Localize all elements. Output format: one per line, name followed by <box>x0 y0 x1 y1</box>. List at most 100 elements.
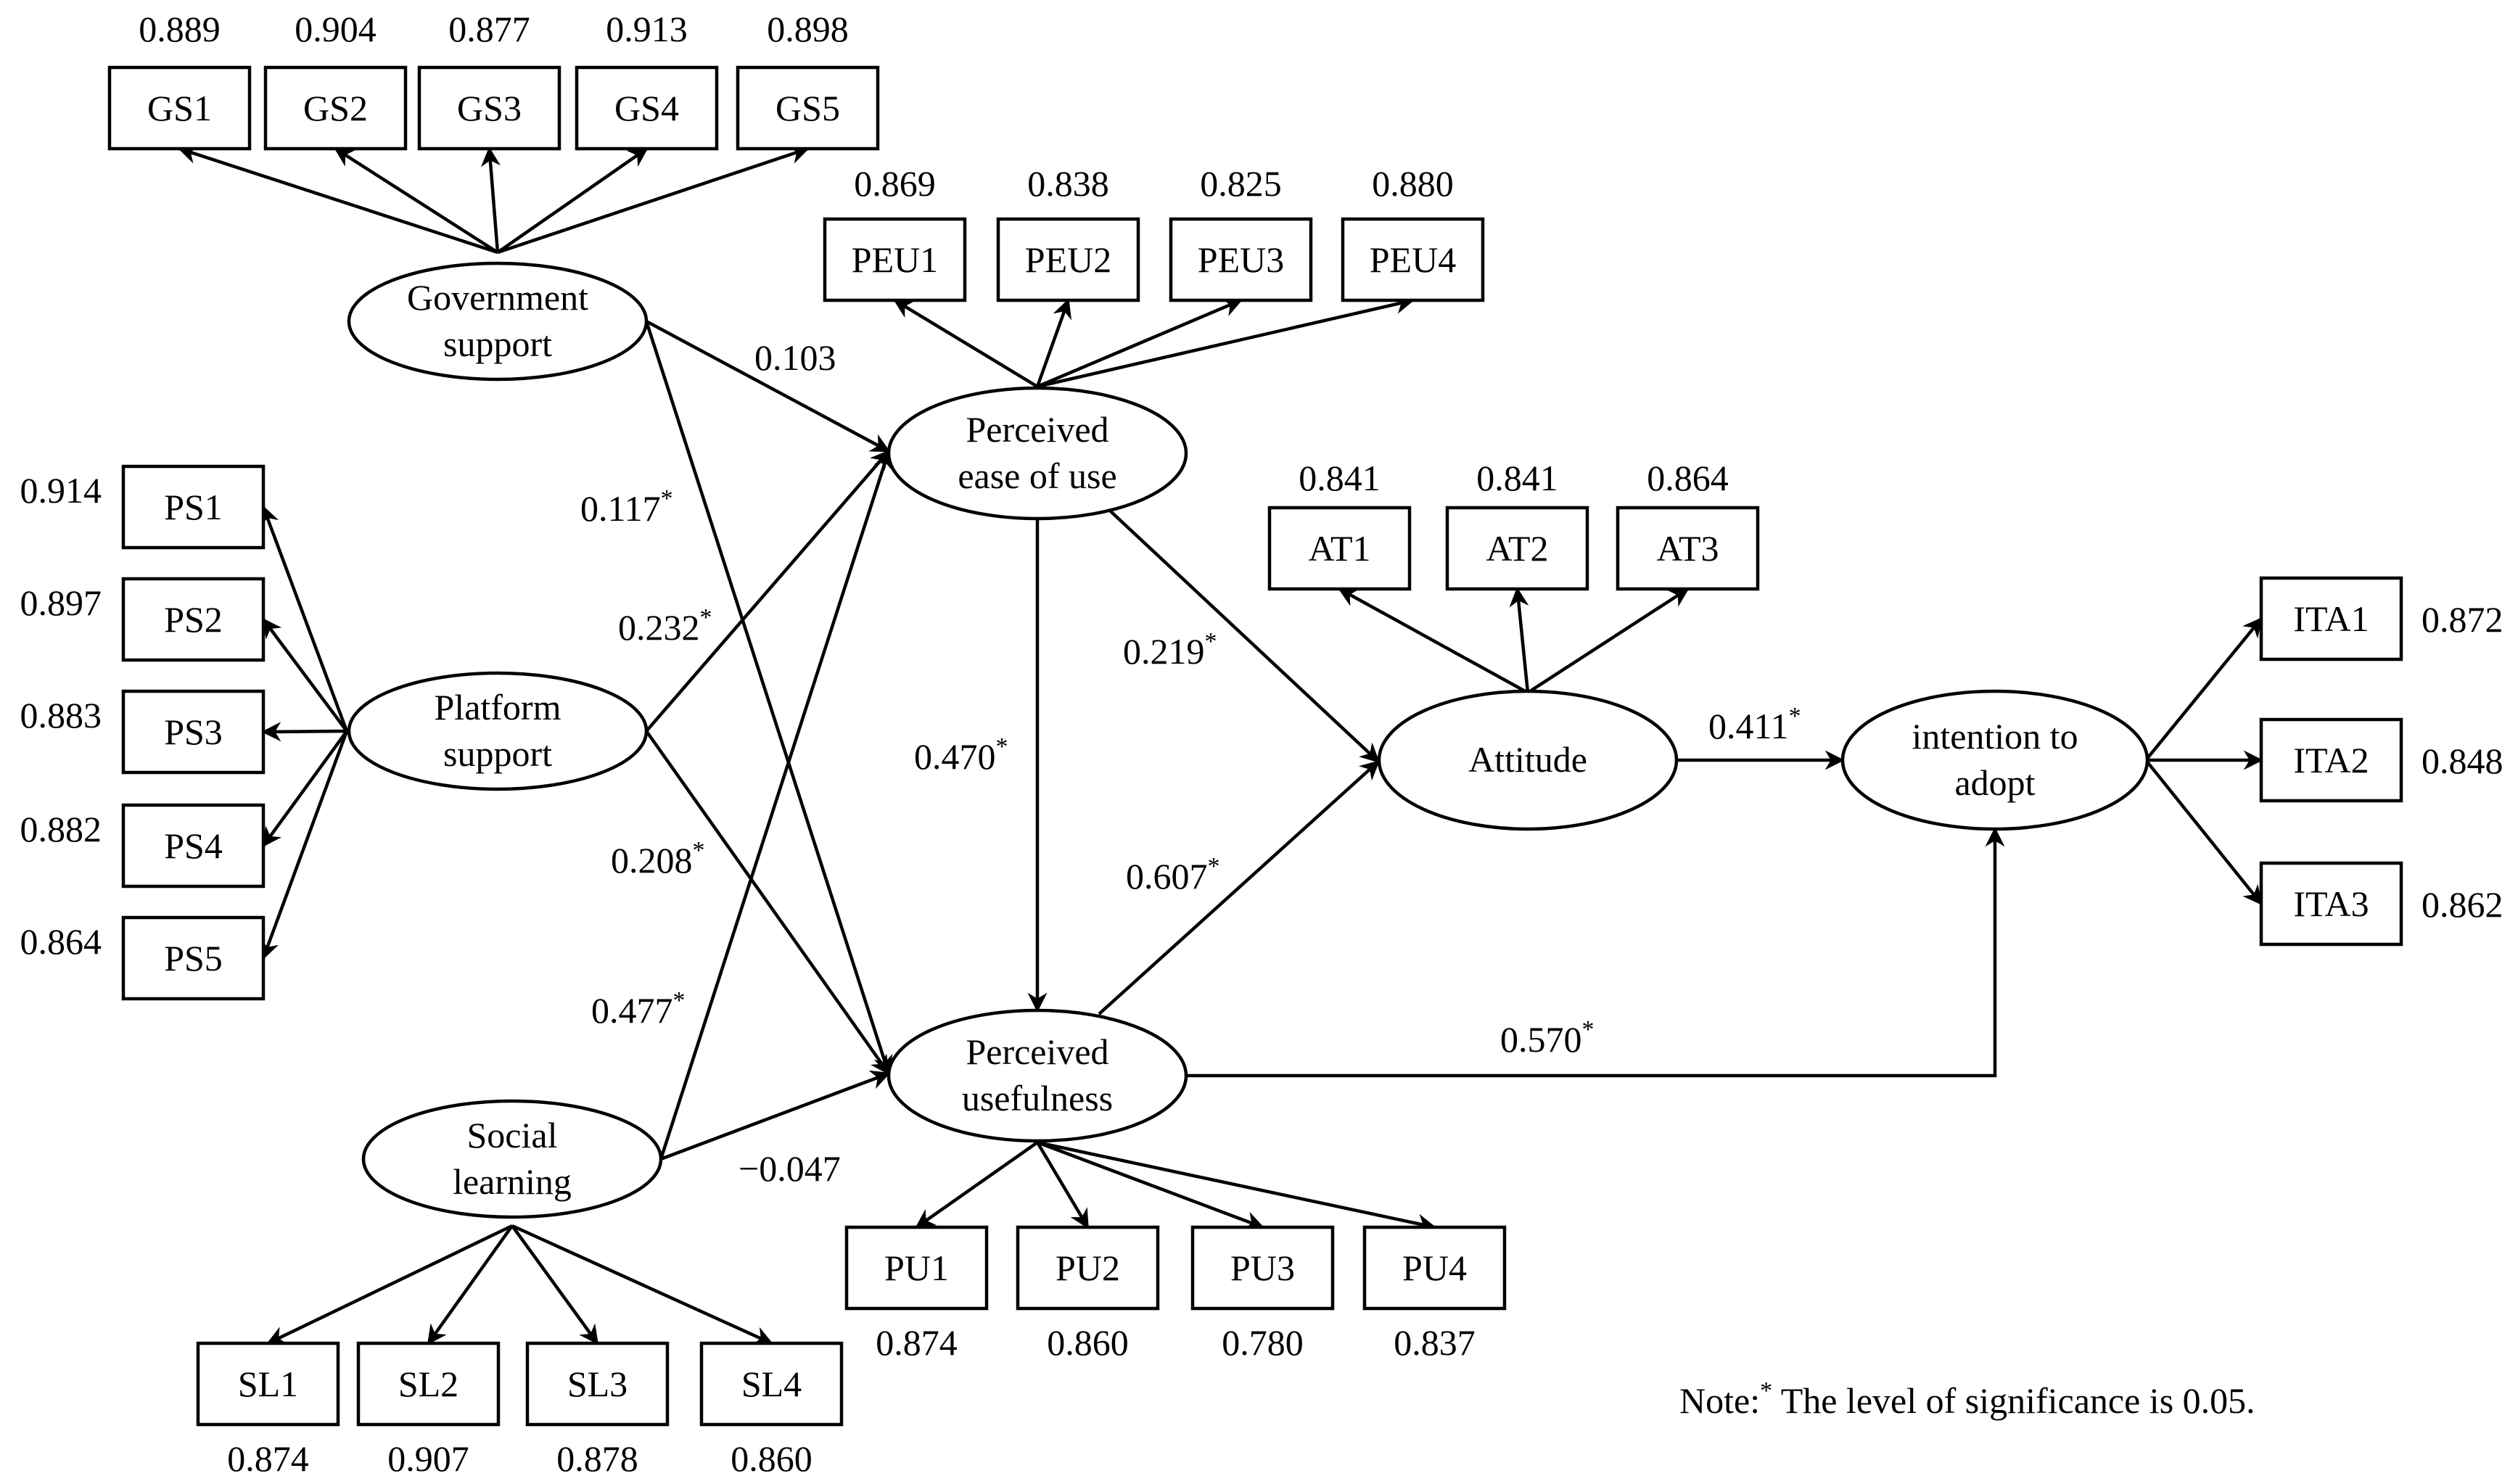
loading-arrow-peu-3 <box>1037 298 1243 389</box>
indicator-loading: 0.841 <box>1476 458 1558 498</box>
construct-ps-label: Platform <box>435 687 561 727</box>
path-coefficient-pu_at: 0.607* <box>1126 853 1220 896</box>
indicator-label: SL1 <box>238 1364 298 1404</box>
construct-at-label: Attitude <box>1468 739 1587 780</box>
indicator-label: GS4 <box>614 88 679 128</box>
path-gs_pu <box>644 321 893 1076</box>
coef-value: 0.219 <box>1123 631 1205 672</box>
construct-ps-label: support <box>443 733 552 774</box>
indicator-label: PS5 <box>164 938 223 978</box>
indicator-box <box>121 915 266 1001</box>
indicator-label: PU3 <box>1230 1248 1295 1288</box>
indicator-loading: 0.837 <box>1394 1322 1476 1363</box>
coef-sig: * <box>673 987 686 1014</box>
indicator-label: AT1 <box>1308 528 1370 569</box>
indicator-label: GS5 <box>775 88 840 128</box>
path-sl_peu <box>659 449 893 1160</box>
indicator-loading: 0.914 <box>20 470 102 511</box>
indicator-box <box>699 1341 844 1427</box>
indicator-label: PEU4 <box>1370 239 1456 280</box>
loading-arrow-sl-4 <box>511 1224 773 1345</box>
path-ps_pu <box>645 730 890 1076</box>
construct-gs-ellipse <box>347 261 649 382</box>
path-coefficient-gs_peu: 0.103 <box>754 337 836 378</box>
indicator-loading: 0.860 <box>731 1438 812 1479</box>
indicator-label: ITA3 <box>2293 883 2369 924</box>
coef-sig: * <box>700 604 712 631</box>
indicator-pu-2: PU2 0.860 <box>1016 1225 1160 1363</box>
path-coefficient-ps_peu: 0.232* <box>618 604 712 648</box>
coef-sig: * <box>661 485 673 512</box>
indicator-loading: 0.897 <box>20 582 102 623</box>
loading-arrow-at-2 <box>1509 587 1530 693</box>
indicator-box <box>121 464 266 550</box>
indicator-label: AT2 <box>1486 528 1548 569</box>
indicator-box <box>2259 717 2403 803</box>
loading-arrow-gs-1 <box>177 144 498 255</box>
coef-value: 0.232 <box>618 607 700 648</box>
loading-arrow-ps-3 <box>261 722 347 742</box>
indicator-box <box>121 689 266 775</box>
indicator-loading: 0.898 <box>767 9 849 49</box>
construct-peu-label: ease of use <box>958 455 1116 496</box>
indicator-loading: 0.864 <box>1647 458 1729 498</box>
indicator-label: GS2 <box>303 88 368 128</box>
indicator-loading: 0.872 <box>2422 599 2503 640</box>
construct-ita-label: adopt <box>1954 762 2035 803</box>
coef-sig: * <box>693 837 705 864</box>
indicator-loading: 0.913 <box>606 9 688 49</box>
significance-note: Note:* The level of significance is 0.05… <box>1679 1377 2255 1421</box>
indicator-box <box>844 1225 989 1311</box>
indicator-label: ITA1 <box>2293 598 2369 639</box>
loading-arrow-ps-5 <box>260 730 349 960</box>
path-pu_at <box>1098 760 1381 1015</box>
indicator-box <box>1445 506 1589 591</box>
indicator-loading: 0.860 <box>1047 1322 1129 1363</box>
indicator-label: SL3 <box>567 1364 628 1404</box>
indicator-at-2: AT2 0.841 <box>1445 458 1589 591</box>
coef-sig: * <box>1582 1016 1595 1043</box>
coef-sig: * <box>1208 853 1220 880</box>
indicator-box <box>196 1341 340 1427</box>
indicator-label: PU1 <box>884 1248 949 1288</box>
indicator-gs-4: GS4 0.913 <box>575 9 719 151</box>
indicator-ps-1: PS1 0.914 <box>20 464 266 550</box>
indicator-ita-1: ITA1 0.872 <box>2259 576 2503 661</box>
indicator-box <box>263 65 408 151</box>
indicator-loading: 0.878 <box>556 1438 638 1479</box>
indicator-box <box>2259 576 2403 661</box>
indicator-label: PEU3 <box>1198 239 1284 280</box>
coef-value: 0.117 <box>580 488 661 529</box>
coef-sig: * <box>996 733 1008 760</box>
indicator-box <box>107 65 252 151</box>
indicator-box <box>121 577 266 662</box>
construct-sl-label: Social <box>467 1115 558 1155</box>
loading-arrow-gs-5 <box>497 144 810 255</box>
construct-pu-label: usefulness <box>962 1078 1113 1118</box>
indicator-sl-3: SL3 0.878 <box>525 1341 670 1479</box>
indicator-label: PS1 <box>164 487 223 527</box>
indicator-loading: 0.874 <box>876 1322 958 1363</box>
path-ps_peu <box>645 449 890 733</box>
coef-value: −0.047 <box>738 1148 841 1189</box>
path-peu_at <box>1098 499 1380 763</box>
indicator-label: PU2 <box>1056 1248 1120 1288</box>
construct-peu-ellipse <box>886 386 1188 521</box>
loading-arrow-at-1 <box>1338 588 1529 694</box>
indicator-loading: 0.880 <box>1372 163 1454 204</box>
indicator-loading: 0.904 <box>295 9 377 49</box>
loading-arrow-peu-2 <box>1035 298 1072 387</box>
coef-value: 0.470 <box>914 736 996 777</box>
